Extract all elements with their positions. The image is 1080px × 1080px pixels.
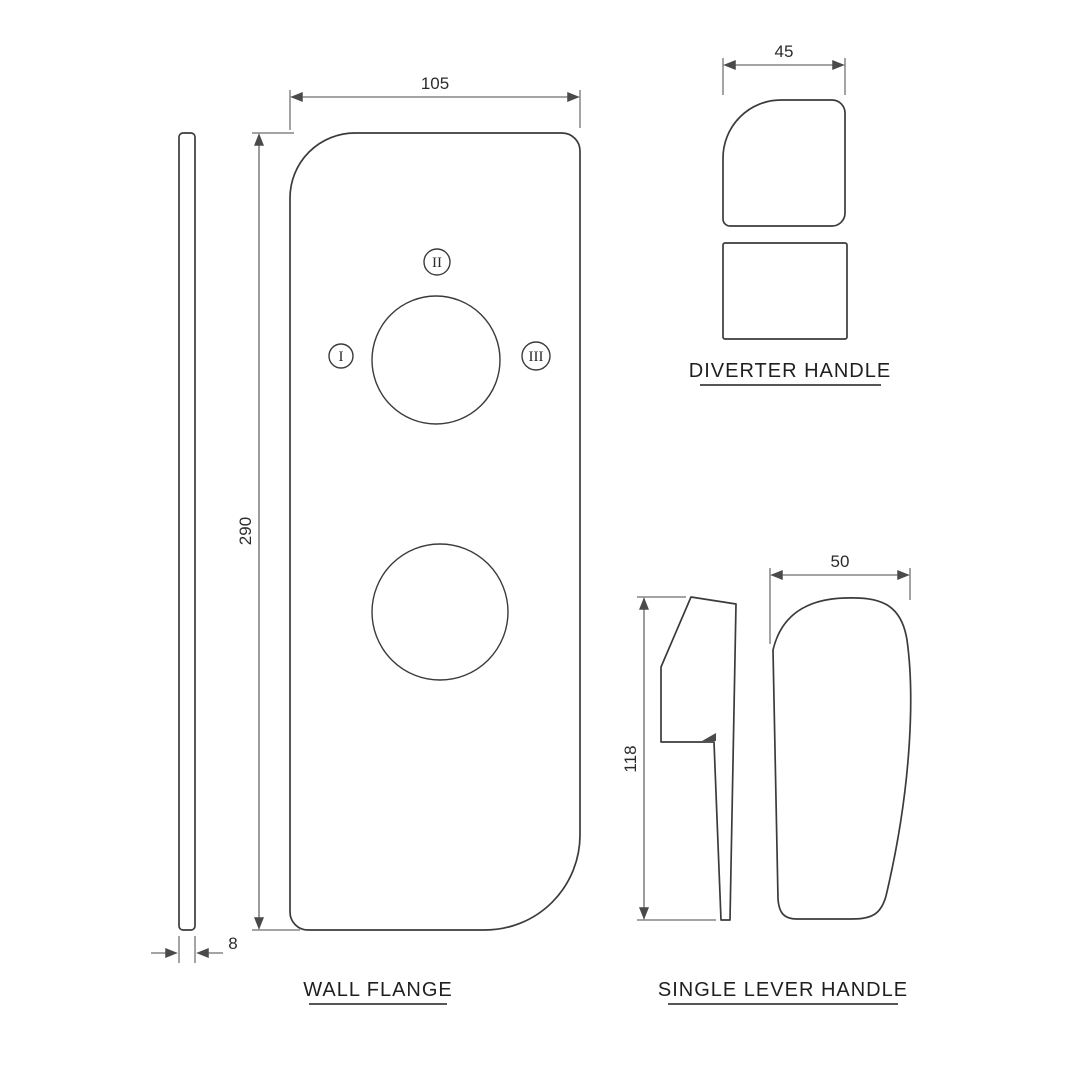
wall-flange-side-profile [178, 132, 196, 931]
position-marker-2: II [423, 248, 451, 276]
marker-numeral-i: I [339, 349, 344, 365]
dim-width-value: 105 [421, 74, 449, 93]
position-marker-1: I [328, 343, 354, 369]
marker-numeral-iii: III [529, 349, 544, 365]
single-lever-handle-caption: SINGLE LEVER HANDLE [658, 979, 908, 1001]
wall-flange-side-view: 8 [151, 132, 238, 963]
lever-hole [371, 543, 509, 681]
marker-circle [423, 248, 451, 276]
dimension-width-105: 105 [289, 74, 581, 130]
dim-height-value: 290 [236, 517, 255, 545]
diverter-handle-front [722, 99, 846, 227]
marker-circle [328, 343, 354, 369]
dimension-thickness-8: 8 [151, 934, 238, 963]
marker-circle [521, 341, 551, 371]
dim-height-value: 118 [621, 745, 640, 772]
dim-width-value: 45 [775, 42, 794, 61]
diverter-handle-view: 45 DIVERTER HANDLE [689, 42, 891, 386]
diverter-handle-side [722, 242, 848, 340]
dimension-width-45: 45 [722, 42, 846, 95]
wall-flange-front-view: II I III 105 290 [236, 74, 581, 1005]
lever-side-profile [660, 596, 737, 921]
dimension-height-290: 290 [236, 132, 300, 931]
diverter-handle-caption: DIVERTER HANDLE [689, 360, 891, 382]
dimension-width-50: 50 [769, 552, 911, 644]
dim-thickness-value: 8 [228, 934, 237, 953]
position-marker-3: III [521, 341, 551, 371]
marker-numeral-ii: II [432, 255, 442, 271]
dimension-height-118: 118 [621, 596, 716, 921]
dim-width-value: 50 [831, 552, 850, 571]
wall-flange-outline [289, 132, 581, 931]
lever-profile-notch [702, 733, 716, 741]
single-lever-handle-view: 118 50 SINGLE LEVER HANDLE [621, 552, 912, 1005]
lever-front-profile [772, 597, 912, 920]
wall-flange-caption: WALL FLANGE [303, 979, 453, 1001]
diverter-hole [371, 295, 501, 425]
